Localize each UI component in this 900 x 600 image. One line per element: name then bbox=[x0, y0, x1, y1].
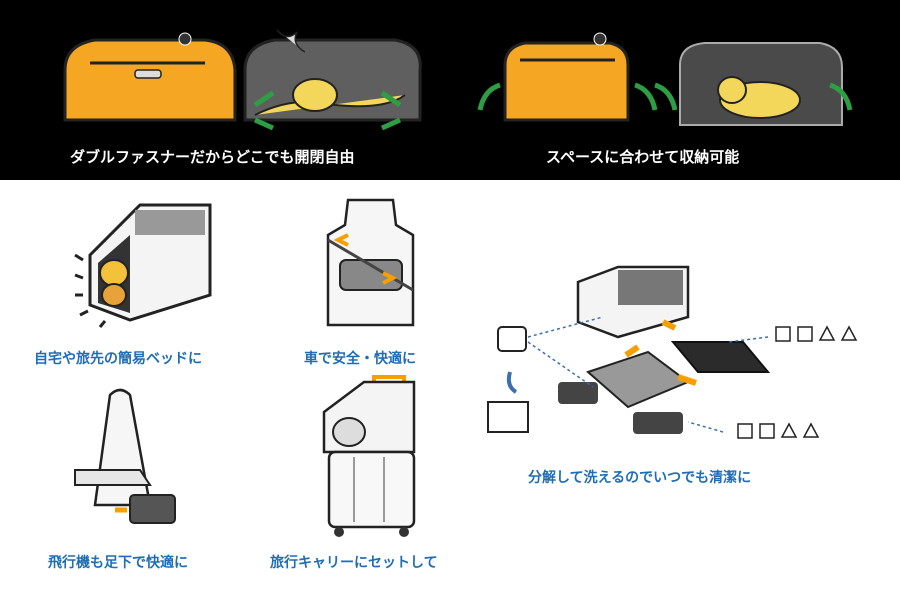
carrier-collapsible-illustration bbox=[477, 32, 853, 126]
caption-double-zipper: ダブルファスナーだからどこでも開閉自由 bbox=[70, 148, 355, 166]
caption-feature-car: 車で安全・快適に bbox=[304, 351, 416, 367]
caption-feature-bed: 自宅や旅先の簡易ベッドに bbox=[34, 351, 202, 367]
dog-in-carrier-icon bbox=[74, 203, 212, 328]
caption-collapsible: スペースに合わせて収納可能 bbox=[546, 148, 740, 166]
disassembly-icon bbox=[487, 265, 858, 439]
caption-feature-suitcase: 旅行キャリーにセットして bbox=[270, 555, 438, 571]
carrier-zipper-illustration bbox=[63, 29, 422, 131]
airplane-seat-icon bbox=[74, 388, 176, 524]
caption-feature-washable: 分解して洗えるのでいつでも清潔に bbox=[528, 470, 752, 486]
suitcase-icon bbox=[322, 375, 416, 537]
car-seat-icon bbox=[326, 198, 415, 327]
caption-feature-airplane: 飛行機も足下で快適に bbox=[48, 555, 188, 571]
